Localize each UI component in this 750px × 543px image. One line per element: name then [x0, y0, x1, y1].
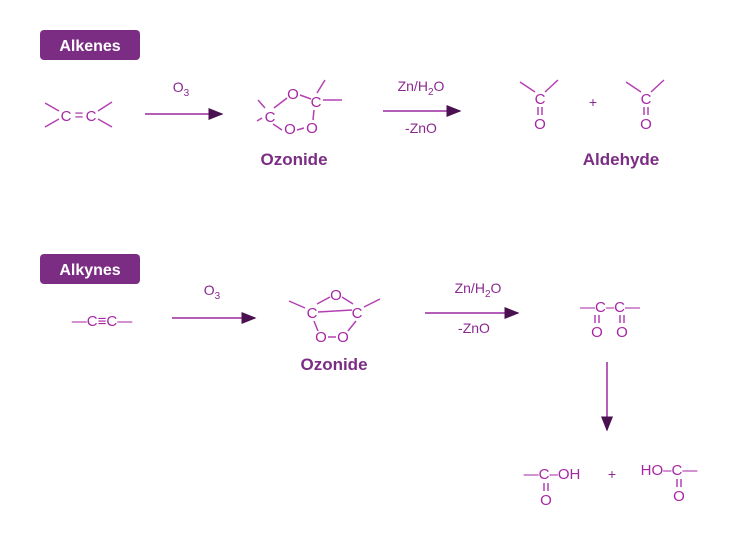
- alkenes-section: Alkenes C = C O3 C O C O O: [40, 30, 665, 169]
- ozonide-structure: C O C O O: [256, 79, 342, 138]
- aldehyde-product-1: C O: [519, 79, 559, 133]
- atom-c: C: [352, 305, 363, 322]
- atom-o: O: [673, 488, 685, 505]
- plus-sign: +: [589, 94, 597, 110]
- acid-chain: HO–C—: [641, 462, 698, 479]
- diketone-product: —C–C— O O: [580, 299, 640, 341]
- atom-o: O: [640, 116, 652, 133]
- alkenes-badge-label: Alkenes: [59, 38, 120, 55]
- alkynes-badge-label: Alkynes: [59, 262, 120, 279]
- reagent-ozone: O3: [173, 79, 190, 99]
- alkyne-ozonide-structure: C O C O O: [288, 287, 381, 346]
- atom-c: C: [307, 305, 318, 322]
- atom-o: O: [284, 121, 296, 138]
- acid-chain: —C–OH: [524, 466, 581, 483]
- alkene-reactant: C = C: [44, 101, 113, 128]
- double-bond: =: [75, 107, 84, 124]
- atom-o: O: [287, 86, 299, 103]
- diketone-chain: —C–C—: [580, 299, 640, 316]
- aldehyde-product-2: C O: [625, 79, 665, 133]
- alkyne-reactant: —C≡C—: [72, 313, 132, 330]
- atom-c: C: [265, 109, 276, 126]
- aldehyde-label: Aldehyde: [583, 150, 660, 169]
- plus-sign: +: [608, 466, 616, 482]
- reagent-ozone: O3: [204, 282, 221, 302]
- atom-o: O: [591, 324, 603, 341]
- atom-o: O: [315, 329, 327, 346]
- atom-o: O: [534, 116, 546, 133]
- atom-o: O: [337, 329, 349, 346]
- ozonide-label: Ozonide: [260, 150, 327, 169]
- reagent-zn-water: Zn/H2O: [398, 78, 445, 98]
- atom-o: O: [540, 492, 552, 509]
- carboxylic-acid-2: HO–C— O: [641, 462, 698, 505]
- byproduct-zno: -ZnO: [458, 320, 490, 336]
- carboxylic-acid-1: —C–OH O: [524, 466, 581, 509]
- reagent-zn-water: Zn/H2O: [455, 280, 502, 300]
- atom-c: C: [535, 91, 546, 108]
- alkynes-section: Alkynes —C≡C— O3 C O C O O Ozonide Zn/H2…: [40, 254, 697, 509]
- atom-o: O: [306, 120, 318, 137]
- atom-c: C: [86, 108, 97, 125]
- ozonide-label: Ozonide: [300, 355, 367, 374]
- atom-c: C: [641, 91, 652, 108]
- atom-c: C: [61, 108, 72, 125]
- alkenes-badge: [40, 30, 140, 60]
- atom-o: O: [616, 324, 628, 341]
- atom-c: C: [311, 94, 322, 111]
- atom-o: O: [330, 287, 342, 304]
- alkynes-badge: [40, 254, 140, 284]
- byproduct-zno: -ZnO: [405, 120, 437, 136]
